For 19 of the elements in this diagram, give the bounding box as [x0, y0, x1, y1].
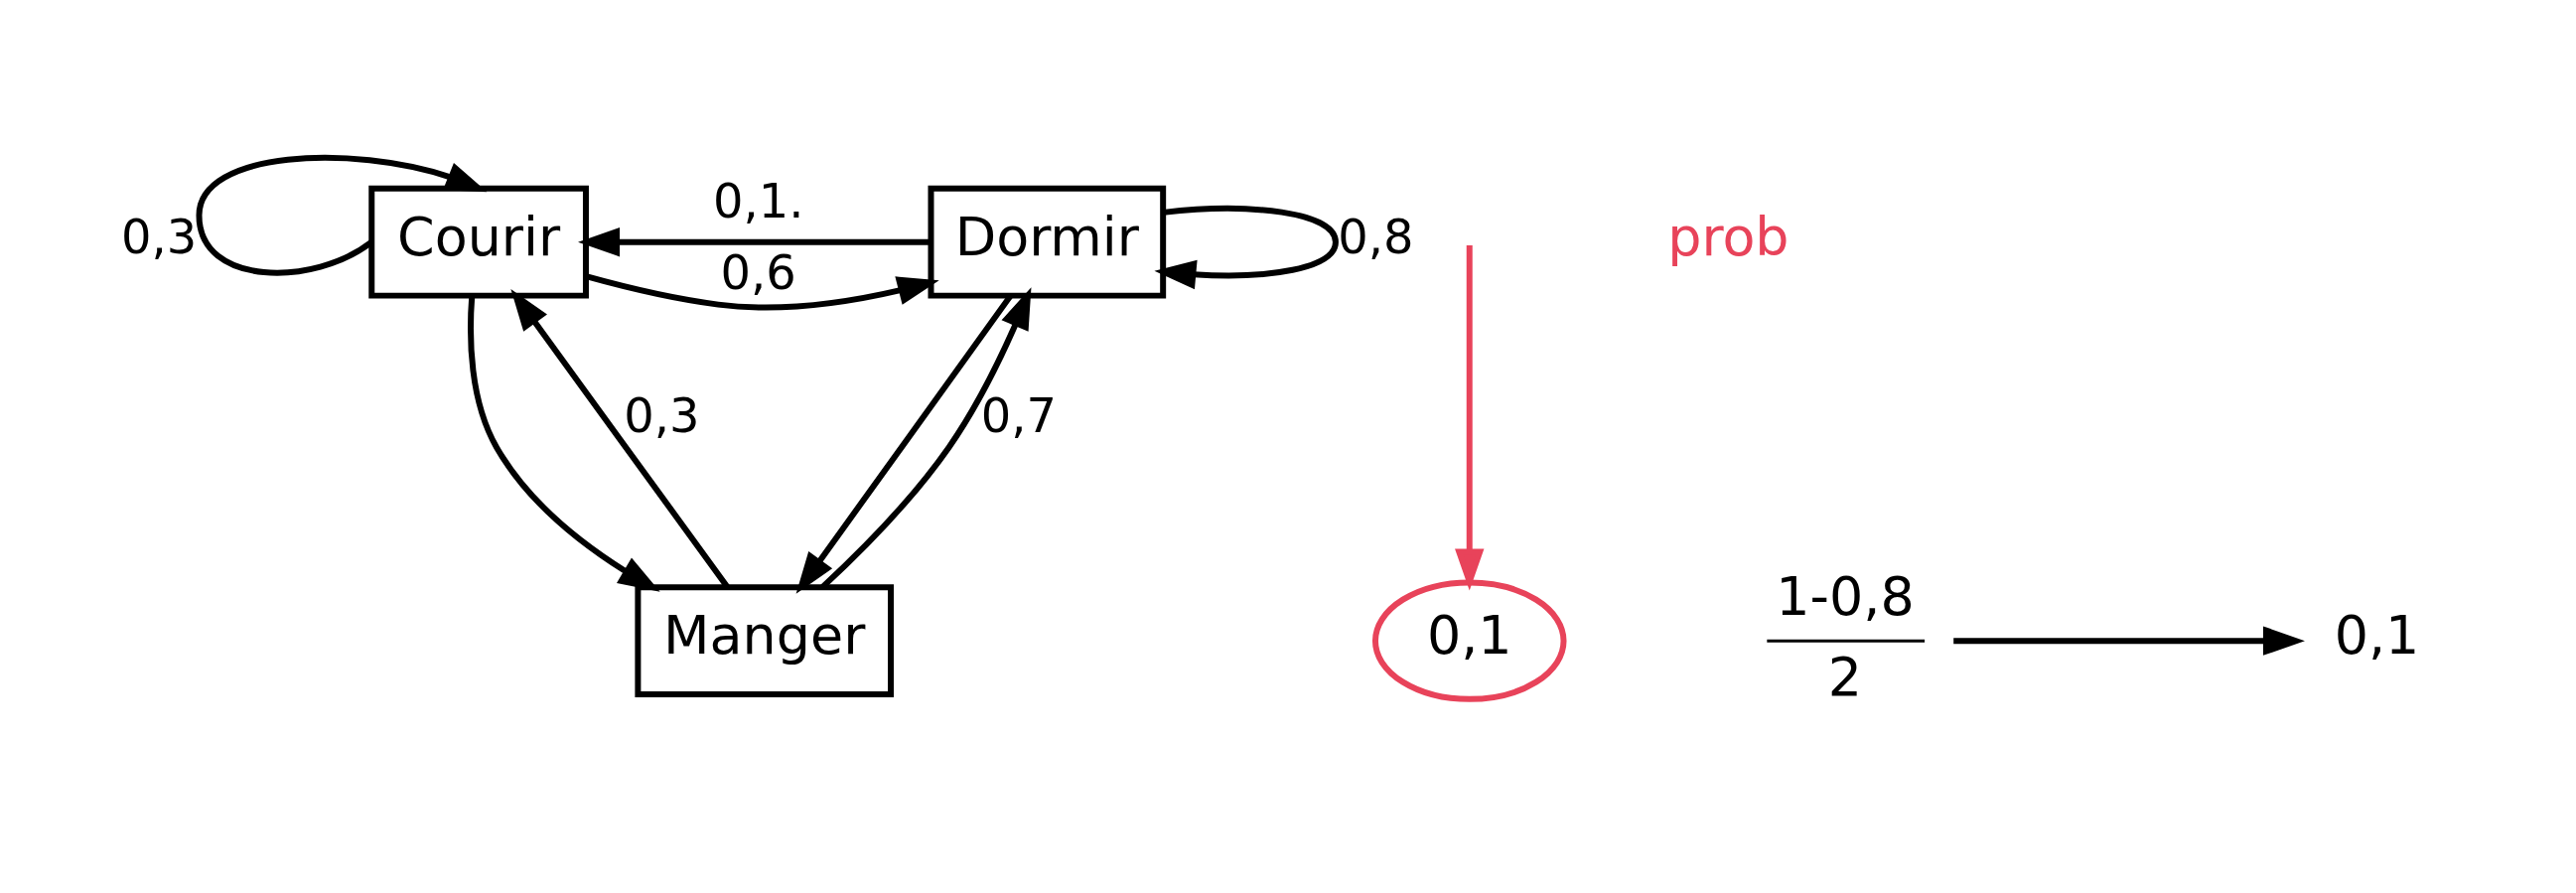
arrow [468, 295, 660, 592]
edge-label: 0,3 [624, 387, 700, 443]
arrow [1953, 626, 2305, 656]
edge-label: 0,3 [120, 210, 198, 265]
edge-label: 0,6 [720, 245, 796, 301]
node-box: Dormir [928, 185, 1167, 299]
edge-label: 0,8 [1338, 210, 1414, 265]
node-text: 1-0,8 2 [1776, 565, 1915, 709]
node-text: 0,1 [2334, 604, 2420, 668]
label: prob [1667, 205, 1789, 268]
node-box: Courir [368, 185, 589, 299]
arrow [578, 227, 930, 257]
node-box: Manger [635, 584, 895, 698]
arrow [196, 155, 488, 276]
edge-label: 0,7 [980, 387, 1057, 443]
arrow [1154, 206, 1339, 290]
edge-label: 0,1. [713, 174, 804, 229]
arrow [585, 273, 939, 311]
node-ellipse: 0,1 [1371, 579, 1567, 702]
